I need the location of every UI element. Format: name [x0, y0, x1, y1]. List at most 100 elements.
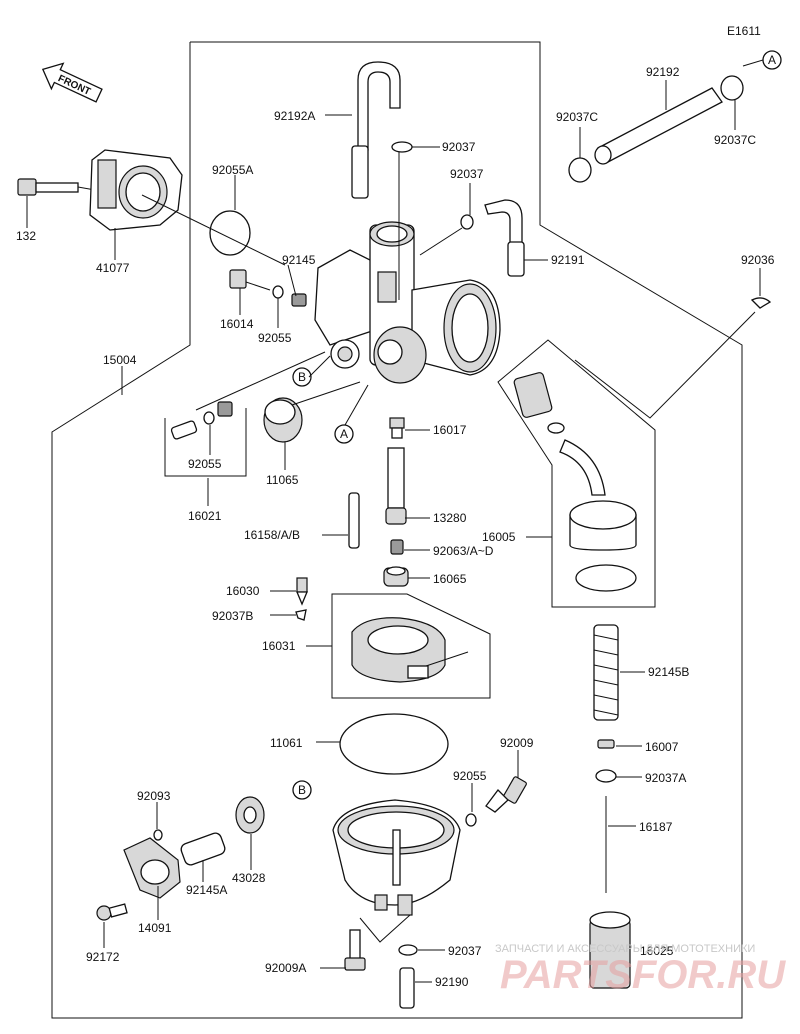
fuel-tube-16005	[513, 372, 637, 592]
pilot-screw-16021	[170, 401, 233, 440]
float-group-box	[331, 593, 491, 699]
assembly-outline	[51, 41, 743, 1019]
label-92037B: 92037B	[212, 609, 253, 623]
label-92055-low: 92055	[453, 769, 487, 783]
screw-92172	[96, 903, 128, 921]
needle-16158	[348, 492, 360, 549]
gasket-43028	[235, 796, 265, 834]
label-92055-top: 92055	[258, 331, 292, 345]
label-14091: 14091	[138, 921, 172, 935]
float-valve-16030	[296, 577, 308, 606]
label-92145: 92145	[282, 253, 316, 267]
valve-92009	[485, 776, 527, 813]
label-92037C-right: 92037C	[714, 133, 756, 147]
main-jet-92063	[390, 539, 404, 555]
leader-lines	[26, 59, 764, 983]
label-41077: 41077	[96, 261, 130, 275]
svg-text:A: A	[340, 427, 348, 441]
label-92037-low: 92037	[448, 944, 482, 958]
spring-92145B	[593, 624, 619, 721]
clip-92037	[391, 141, 413, 153]
hose-92192	[568, 75, 744, 183]
callout-B-low: B	[292, 780, 312, 800]
label-92192A: 92192A	[274, 109, 315, 123]
callout-A-mid: A	[334, 424, 354, 444]
label-13280: 13280	[433, 511, 467, 525]
label-43028: 43028	[232, 871, 266, 885]
watermark-logo: PARTSFOR.RU	[500, 953, 786, 997]
label-92145B: 92145B	[648, 665, 689, 679]
label-92055A: 92055A	[212, 163, 253, 177]
clip-92037A	[595, 769, 617, 783]
o-ring-92093	[153, 829, 163, 841]
label-16007: 16007	[645, 740, 679, 754]
clip-92037B	[295, 609, 307, 621]
label-92009: 92009	[500, 736, 534, 750]
o-ring-92055A	[209, 210, 251, 256]
front-arrow-icon: FRONT	[41, 62, 103, 103]
label-11065: 11065	[266, 473, 299, 487]
part-labels: 132 41077 92055A 92145 16014 92055 15004…	[16, 65, 775, 989]
label-92055-mid: 92055	[188, 457, 222, 471]
tube-group-box	[497, 339, 656, 608]
diagram-code: E1611	[727, 24, 761, 38]
label-16014: 16014	[220, 317, 254, 331]
label-92145A: 92145A	[186, 883, 227, 897]
callout-B-mid: B	[292, 367, 312, 387]
label-15004: 15004	[103, 353, 137, 367]
throttle-valve-16025	[589, 911, 631, 989]
label-16158: 16158/A/B	[244, 528, 300, 542]
clip-92037-b	[460, 214, 474, 230]
drain-screw-92009A	[344, 929, 366, 971]
bolt-132	[17, 178, 96, 196]
callout-A-top: A	[762, 50, 782, 70]
label-16017: 16017	[433, 423, 467, 437]
svg-text:B: B	[298, 370, 306, 384]
screw-group-bracket	[164, 408, 247, 477]
intake-holder-41077	[89, 149, 183, 231]
spring-92145A	[180, 832, 226, 866]
label-16025: 16025	[640, 944, 674, 958]
label-132: 132	[16, 229, 36, 243]
label-16031: 16031	[262, 639, 296, 653]
label-92190: 92190	[435, 975, 469, 989]
svg-text:A: A	[768, 53, 776, 67]
clip-92036	[750, 297, 772, 309]
o-ring-92055-low	[465, 813, 477, 827]
cap-11065	[263, 397, 303, 443]
label-16021: 16021	[188, 509, 222, 523]
label-16030: 16030	[226, 584, 260, 598]
float-bowl	[332, 799, 461, 916]
clip-92037-low	[398, 944, 418, 956]
tube-92190	[399, 967, 415, 1009]
label-16065: 16065	[433, 572, 467, 586]
label-92192: 92192	[646, 65, 680, 79]
label-92009A: 92009A	[265, 961, 306, 975]
watermark-line1: ЗАПЧАСТИ И АКСЕССУАРЫ ДЛЯ МОТОТЕХНИКИ	[495, 943, 755, 955]
throttle-stop-screw-16014	[229, 269, 307, 307]
label-92172: 92172	[86, 950, 120, 964]
tube-92191	[484, 199, 525, 277]
label-11061: 11061	[270, 736, 303, 750]
tube-92192A	[351, 61, 401, 199]
jet-16017	[389, 417, 405, 439]
carburetor-body	[314, 221, 501, 384]
label-92093: 92093	[137, 789, 171, 803]
holder-16065	[383, 566, 409, 587]
gasket-11061	[339, 713, 449, 775]
retainer-16007	[597, 739, 615, 749]
label-92037-b: 92037	[450, 167, 484, 181]
label-16005: 16005	[482, 530, 516, 544]
label-16187: 16187	[639, 820, 673, 834]
label-92063: 92063/A~D	[433, 544, 494, 558]
label-92191: 92191	[551, 253, 585, 267]
cover-14091	[123, 837, 181, 899]
needle-jet-13280	[385, 447, 407, 525]
svg-text:B: B	[298, 783, 306, 797]
label-92037-a: 92037	[442, 140, 476, 154]
label-92037A: 92037A	[645, 771, 686, 785]
label-92036: 92036	[741, 253, 775, 267]
label-92037C-left: 92037C	[556, 110, 598, 124]
float-16031	[351, 617, 469, 683]
